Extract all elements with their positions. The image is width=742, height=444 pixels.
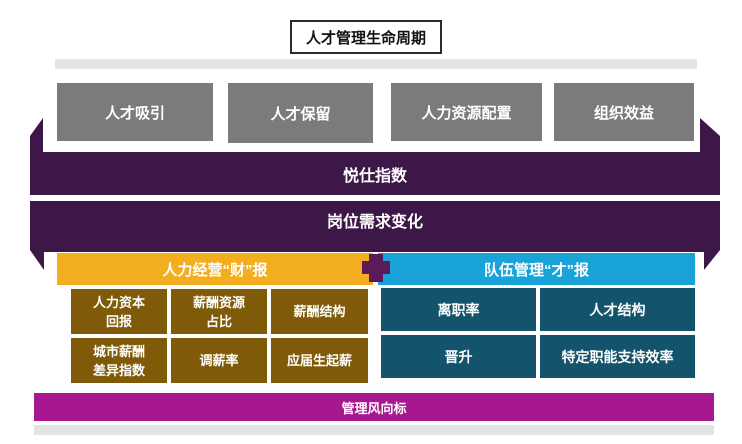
top-divider-band: [55, 59, 697, 69]
metric-raise-rate: 调薪率: [171, 338, 267, 383]
metric-promotion: 晋升: [381, 335, 536, 378]
metric-human-capital-return: 人力资本 回报: [71, 289, 167, 334]
top-box-talent-retention: 人才保留: [228, 83, 373, 143]
bottom-divider-band: [34, 425, 714, 435]
management-indicator-bar: 管理风向标: [34, 393, 714, 421]
top-box-org-efficiency: 组织效益: [554, 83, 694, 141]
team-report-header: 队伍管理“才”报: [378, 253, 695, 285]
top-box-hr-allocation: 人力资源配置: [391, 83, 542, 141]
top-box-talent-attraction: 人才吸引: [57, 83, 213, 141]
band-upper-shape: [30, 118, 720, 195]
page-title: 人才管理生命周期: [290, 20, 442, 54]
metric-graduate-starting-pay: 应届生起薪: [271, 338, 368, 383]
finance-report-header: 人力经营“财”报: [57, 253, 373, 285]
metric-pay-resource-share: 薪酬资源 占比: [171, 289, 267, 334]
band2-label: 岗位需求变化: [326, 214, 423, 231]
plus-icon-horizontal: [362, 261, 390, 274]
band1-label: 悦仕指数: [342, 168, 407, 185]
band-lower-shape: [30, 201, 720, 270]
metric-function-support-efficiency: 特定职能支持效率: [540, 335, 695, 378]
metric-talent-structure: 人才结构: [540, 288, 695, 331]
metric-pay-structure: 薪酬结构: [271, 289, 368, 334]
metric-city-pay-index: 城市薪酬 差异指数: [71, 338, 167, 383]
metric-turnover-rate: 离职率: [381, 288, 536, 331]
